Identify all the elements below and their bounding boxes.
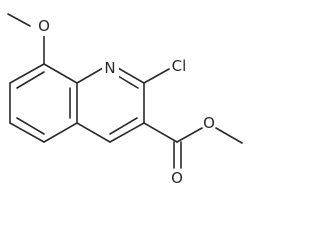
atom-nitrogen: N [102, 59, 119, 78]
atom-oxygen-ester: O [203, 114, 215, 132]
molecule-structure-diagram: O N Cl O O [7, 13, 243, 187]
atom-oxygen-carbonyl: O [171, 169, 183, 187]
bond-methyl-o [7, 13, 31, 27]
bond-c5-c6 [9, 122, 45, 143]
atom-label-layer: O N Cl O O [36, 17, 215, 187]
bond-n-c2 [117, 67, 145, 84]
atom-label-o-ester: O [203, 114, 215, 132]
bond-c3-cester [143, 122, 178, 143]
atom-label-o-carbonyl: O [171, 169, 183, 187]
bond-double-c7-c8 [16, 71, 45, 89]
atom-chlorine: Cl [172, 57, 187, 75]
bond-c4-c4a [76, 122, 111, 143]
bond-double-c3-c4 [109, 117, 138, 135]
atom-label-cl: Cl [172, 57, 187, 75]
bond-c4a-c5 [43, 122, 78, 143]
bond-c8-c8a [43, 63, 78, 84]
bond-o-methyl-ester [215, 127, 243, 144]
bond-c3-c4 [109, 122, 145, 143]
bond-double-c6-c5 [16, 117, 45, 135]
bond-double-n-c2 [117, 75, 139, 89]
atom-label-n: N [104, 59, 115, 77]
atom-oxygen-methoxy: O [36, 17, 52, 36]
bond-layer [7, 13, 243, 169]
bond-c2-cl [143, 68, 170, 84]
bond-cester-o-ester [176, 127, 203, 143]
bond-c7-c8 [9, 63, 45, 84]
atom-label-o-methoxy: O [38, 17, 50, 35]
bond-c8a-n [76, 67, 104, 84]
